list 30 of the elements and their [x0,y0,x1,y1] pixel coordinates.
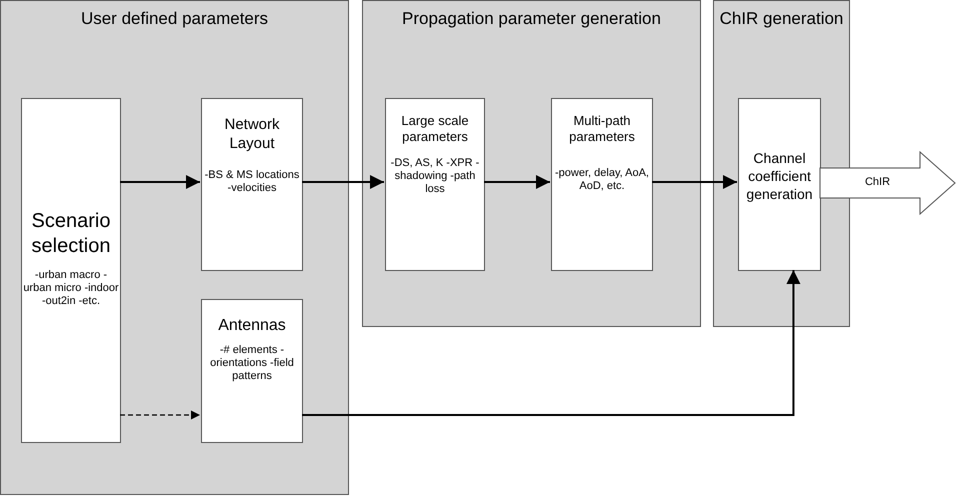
box-title: Scenario selection [30,209,112,259]
box-title: Antennas [218,316,286,336]
parameter-list: -DS, AS, K -XPR -shadowing -path loss [386,157,484,196]
arrow [302,175,384,189]
process-box [201,299,303,443]
parameter-list: -power, delay, AoA, AoD, etc. [552,167,652,193]
group-panel [713,0,850,327]
arrow [652,175,737,189]
box-title: Large scale parameters [400,113,470,145]
arrow [120,175,200,189]
process-box [385,98,485,271]
arrow [120,410,200,420]
box-title: Network Layout [223,115,280,153]
arrow [484,175,550,189]
arrow [302,270,800,416]
group-panel [0,0,349,495]
group-title: ChIR generation [718,9,844,29]
group-panel [362,0,701,327]
parameter-list: -# elements -orientations -field patterns [202,344,302,383]
process-box [551,98,653,271]
parameter-list: -urban macro -urban micro -indoor -out2in -etc. [22,269,120,308]
process-box [738,98,821,271]
group-title: Propagation parameter generation [401,9,662,29]
process-box [21,98,121,443]
box-title: Multi-path parameters [568,113,636,145]
process-box [201,98,303,271]
parameter-list: -BS & MS locations -velocities [202,169,302,195]
group-title: User defined parameters [80,9,270,29]
box-title: Channel coefficient generation [745,149,814,203]
block-arrow [820,150,956,216]
